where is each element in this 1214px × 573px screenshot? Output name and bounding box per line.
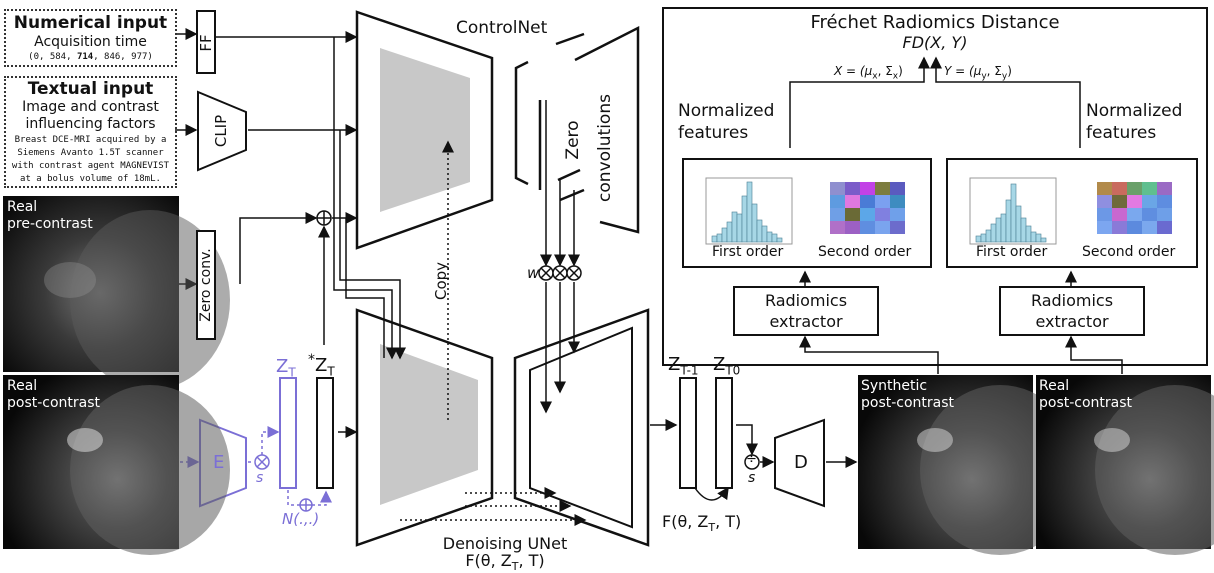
glcm-matrix-right [1097, 182, 1172, 234]
zt-minus1-label: ZT-1 [668, 354, 699, 378]
scale-s-left: s [256, 470, 264, 486]
noise-label: N(.,.) [282, 510, 320, 528]
decoder-label: D [794, 452, 808, 473]
numerical-input-title: Numerical input [13, 13, 168, 33]
divide-icon: ÷ [746, 452, 757, 467]
textual-input-title: Textual input [27, 79, 154, 99]
denoising-unet-title: Denoising UNet [442, 534, 568, 553]
mri-real-pre-image [3, 196, 230, 390]
extractor-left-line1: Radiomics [764, 291, 848, 310]
prompt-line-1: Breast DCE-MRI acquired by a [14, 135, 167, 145]
histogram-left [705, 177, 793, 245]
prompt-line-4: at a bolus volume of 18mL. [20, 174, 161, 184]
zt-star-label: *ZT [308, 352, 335, 379]
unet-encoder-shape [355, 308, 494, 547]
encoder-label: E [213, 452, 225, 473]
radiomics-extractor-left: Radiomics extractor [733, 286, 879, 336]
zero-convolutions-label-1: Zero [563, 120, 583, 160]
controlnet-label: ControlNet [456, 18, 548, 38]
extractor-right-line1: Radiomics [1030, 291, 1114, 310]
zt0-label: ZT0 [713, 354, 741, 378]
w-label: w [527, 264, 540, 282]
textual-input-line2: influencing factors [25, 116, 156, 132]
histogram-right [969, 177, 1057, 245]
frd-title: Fréchet Radiomics Distance [810, 12, 1060, 33]
scale-s-right: s [748, 470, 756, 486]
prompt-line-2: Siemens Avanto 1.5T scanner [17, 148, 164, 158]
first-order-right-label: First order [976, 244, 1048, 260]
ff-label: FF [197, 34, 215, 52]
clip-label: CLIP [212, 114, 230, 148]
denoising-unet-formula: F(θ, ZT, T) [465, 551, 545, 573]
acquisition-times: (0, 584, 714, 846, 977) [28, 52, 153, 62]
second-order-right-label: Second order [1082, 244, 1176, 260]
zero-convolutions-shape [514, 25, 640, 234]
textual-input-box: Textual input Image and contrast influen… [4, 76, 177, 188]
y-definition: Y = (μy, Σy) [944, 64, 1012, 82]
zero-convolutions-label-2: convolutions [595, 94, 615, 202]
zero-conv-label: Zero conv. [198, 248, 214, 322]
glcm-matrix-left [830, 182, 905, 234]
frd-formula: FD(X, Y) [902, 33, 968, 52]
numerical-input-subtitle: Acquisition time [34, 34, 147, 50]
zero-conv-block: Zero conv. [196, 230, 216, 340]
extractor-right-line2: extractor [1035, 312, 1109, 331]
copy-label: Copy [432, 261, 450, 301]
loop-formula: F(θ, ZT, T) [662, 512, 742, 535]
first-order-left-label: First order [712, 244, 784, 260]
unet-decoder-shape [513, 308, 650, 547]
clip-block-shape [197, 90, 247, 172]
ff-block: FF [196, 10, 216, 74]
prompt-line-3: with contrast agent MAGNEVIST [11, 161, 170, 171]
textual-input-line1: Image and contrast [22, 99, 159, 115]
zt-violet-label: ZT [276, 356, 296, 380]
radiomics-extractor-right: Radiomics extractor [999, 286, 1145, 336]
controlnet-encoder-shape [355, 10, 494, 250]
mri-real-post-image [3, 375, 230, 555]
extractor-left-line2: extractor [769, 312, 843, 331]
feature-box-right: First order Second order [946, 158, 1198, 268]
feature-box-left: First order Second order [682, 158, 932, 268]
second-order-left-label: Second order [818, 244, 912, 260]
mri-real-post-right-image [1036, 375, 1214, 555]
numerical-input-box: Numerical input Acquisition time (0, 584… [4, 9, 177, 67]
x-definition: X = (μx, Σx) [834, 64, 903, 82]
